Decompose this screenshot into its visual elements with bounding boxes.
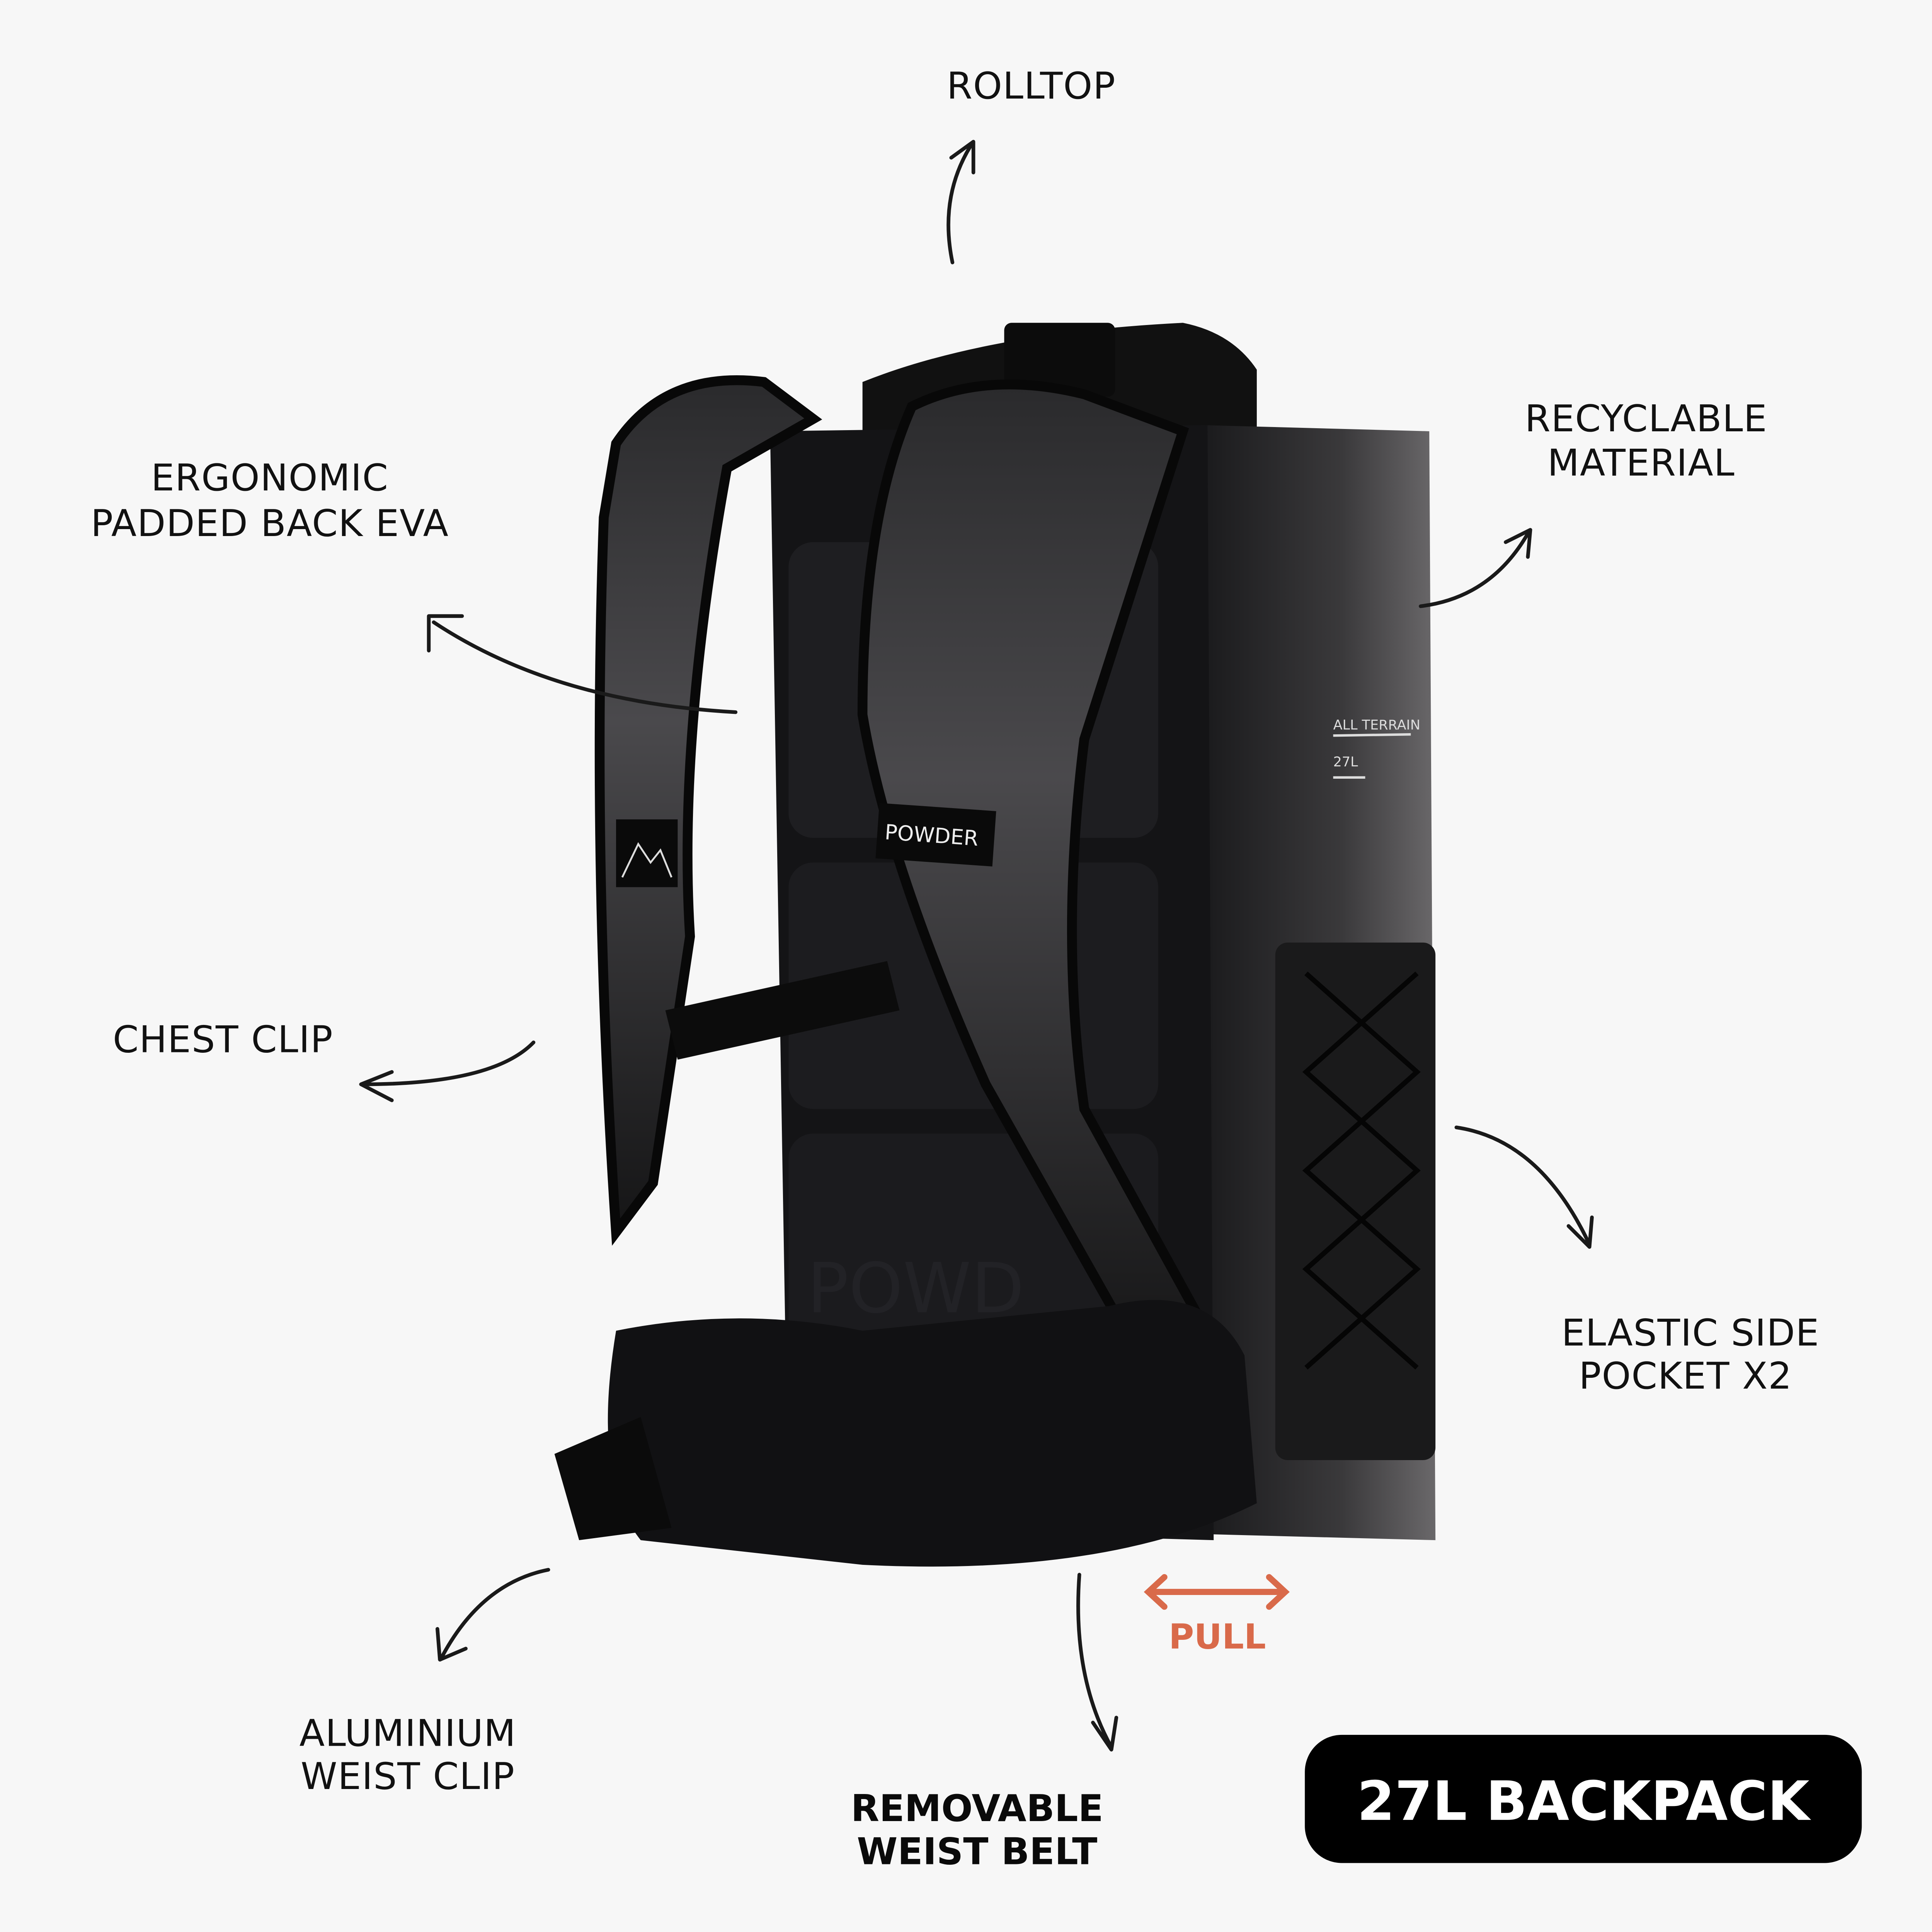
mountain-logo-icon (621, 842, 672, 878)
removable-belt-label-line1: REMOVABLE (851, 1787, 1103, 1830)
rolltop-buckle (1004, 323, 1115, 397)
side-pocket (1275, 942, 1436, 1460)
back-emboss-logo: POWD (807, 1248, 1024, 1329)
chest-strap (665, 961, 900, 1060)
chest-clip-arrow-icon (359, 1040, 536, 1102)
mountain-logo-patch (616, 819, 678, 887)
backpack-image: POWD POWDER ALL TERRAIN 27L (554, 323, 1436, 1567)
pull-label: PULL (1169, 1617, 1266, 1657)
waist-belt (608, 1300, 1257, 1567)
aluminium-clip-label-line2: WEIST CLIP (301, 1755, 515, 1798)
rolltop-label: ROLLTOP (947, 64, 1116, 107)
waist-clip (554, 1417, 672, 1540)
aluminium-clip-arrow-icon (436, 1568, 550, 1662)
waist-belt-arrow-icon (1076, 1573, 1118, 1752)
side-print-capacity: 27L (1333, 754, 1358, 770)
ergonomic-label-line1: ERGONOMIC (151, 456, 389, 499)
left-shoulder-strap (594, 375, 822, 1246)
right-shoulder-strap (857, 379, 1228, 1373)
badge-label: 27L BACKPACK (1357, 1770, 1811, 1833)
elastic-pocket-arrow-icon (1454, 1125, 1594, 1249)
recyclable-arrow-icon (1419, 528, 1532, 608)
removable-belt-label-line2: WEIST BELT (857, 1830, 1097, 1873)
recyclable-label-line2: MATERIAL (1547, 441, 1735, 485)
pull-arrow-icon (1144, 1574, 1290, 1610)
side-print-terrain: ALL TERRAIN (1333, 717, 1421, 733)
elastic-pocket-label-line2: POCKET X2 (1579, 1354, 1792, 1398)
elastic-cord (1302, 971, 1421, 1370)
ergonomic-label-line2: PADDED BACK EVA (91, 502, 449, 545)
recyclable-label-line1: RECYCLABLE (1525, 397, 1767, 440)
chest-clip-label: CHEST CLIP (113, 1018, 333, 1061)
ergonomic-arrow-icon (427, 614, 738, 714)
rolltop-arrow-icon (946, 140, 975, 264)
elastic-pocket-label-line1: ELASTIC SIDE (1561, 1311, 1820, 1354)
product-badge: 27L BACKPACK (1305, 1735, 1862, 1863)
aluminium-clip-label-line1: ALUMINIUM (300, 1712, 516, 1755)
